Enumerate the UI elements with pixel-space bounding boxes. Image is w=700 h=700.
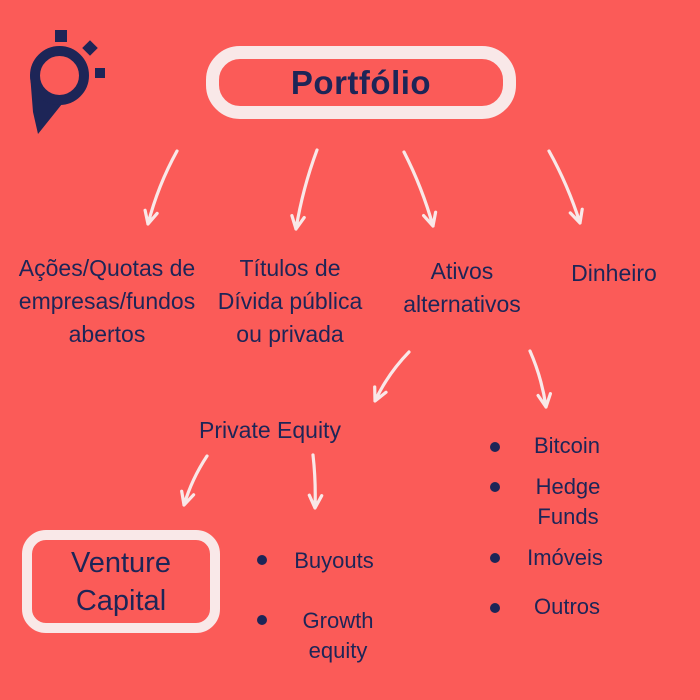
- category-dinheiro: Dinheiro: [571, 257, 657, 290]
- category-line: Títulos de: [239, 255, 341, 281]
- pe-list-item-buyouts: Buyouts: [294, 546, 374, 576]
- pense-logo-icon: [30, 30, 105, 134]
- list-item-line: Imóveis: [527, 545, 603, 570]
- category-titulos-divida: Títulos de Dívida pública ou privada: [218, 252, 362, 351]
- arrow-icon-3: [547, 149, 584, 225]
- private-equity-label: Private Equity: [199, 417, 341, 443]
- category-line: Dívida pública: [217, 288, 363, 314]
- bullet-icon: [257, 555, 267, 565]
- arrow-icon-2: [402, 150, 438, 228]
- bullet-icon: [490, 553, 500, 563]
- alt-list-item-hedge-funds: Hedge Funds: [536, 472, 601, 532]
- arrow-icon-0: [143, 149, 179, 226]
- category-acoes-quotas: Ações/Quotas de empresas/fundos abertos: [19, 252, 195, 351]
- venture-capital-node: Venture Capital: [22, 530, 220, 633]
- logo-sparkle-square-top: [55, 30, 67, 42]
- bullet-icon: [490, 482, 500, 492]
- portfolio-title: Portfólio: [290, 63, 432, 101]
- category-line: abertos: [68, 321, 146, 347]
- bullet-icon: [257, 615, 267, 625]
- arrow-icon-4: [373, 350, 411, 403]
- list-item-line: Funds: [537, 504, 599, 529]
- category-line: Dinheiro: [571, 260, 657, 286]
- venture-capital-line: Venture: [71, 546, 171, 579]
- alt-list-item-imoveis: Imóveis: [527, 543, 603, 573]
- category-line: ou privada: [236, 321, 344, 347]
- list-item-line: Outros: [533, 594, 601, 619]
- category-line: Ativos: [430, 258, 494, 284]
- category-line: Ações/Quotas de: [18, 255, 196, 281]
- category-line: alternativos: [403, 291, 521, 317]
- list-item-line: Buyouts: [294, 548, 374, 573]
- venture-capital-line: Capital: [75, 584, 167, 617]
- arrow-icon-1: [290, 148, 319, 231]
- list-item-line: Growth: [302, 608, 374, 633]
- bullet-icon: [490, 603, 500, 613]
- logo-sparkle-square-right: [95, 68, 105, 78]
- list-item-line: Bitcoin: [533, 433, 601, 458]
- category-ativos-alternativos: Ativos alternativos: [403, 255, 521, 321]
- portfolio-root-node: Portfólio: [206, 46, 516, 119]
- category-line: empresas/fundos: [18, 288, 196, 314]
- alt-list-item-bitcoin: Bitcoin: [534, 431, 600, 461]
- list-item-line: Hedge: [535, 474, 601, 499]
- alt-list-item-outros: Outros: [534, 592, 600, 622]
- arrow-icon-6: [180, 454, 209, 507]
- arrow-icon-7: [307, 453, 324, 510]
- list-item-line: equity: [308, 638, 368, 663]
- bullet-icon: [490, 442, 500, 452]
- logo-bubble-ring: [30, 46, 89, 105]
- arrow-icon-5: [528, 349, 552, 409]
- logo-sparkle-diamond: [82, 40, 98, 56]
- pe-list-item-growth-equity: Growth equity: [303, 606, 374, 666]
